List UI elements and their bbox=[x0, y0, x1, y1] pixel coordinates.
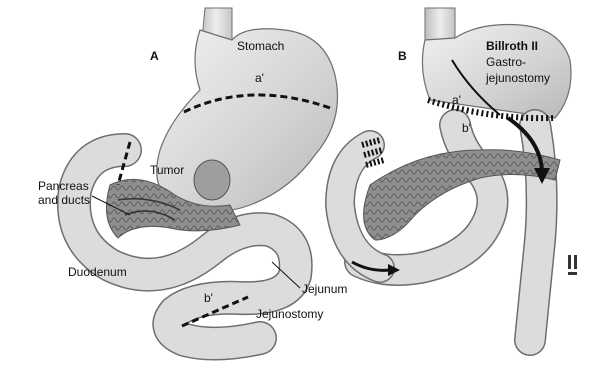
b-prime-label-a: b' bbox=[204, 291, 213, 305]
panel-a-letter: A bbox=[150, 49, 159, 63]
billroth-title-line1: Billroth II bbox=[486, 39, 538, 53]
tumor-label: Tumor bbox=[150, 163, 184, 177]
panel-a: A Stomach a' Tumor Pancreas and ducts Du… bbox=[38, 8, 347, 344]
b-prime-label-b: b' bbox=[462, 121, 471, 135]
pancreas-label-line1: Pancreas bbox=[38, 179, 89, 193]
jejunum-label: Jejunum bbox=[302, 282, 347, 296]
stomach-a bbox=[157, 29, 338, 212]
panel-b: B Billroth II Gastro- jejunostomy a' b' bbox=[340, 8, 577, 340]
panel-b-letter: B bbox=[398, 49, 407, 63]
jejunostomy-label: Jejunostomy bbox=[256, 307, 323, 321]
a-prime-label-a: a' bbox=[255, 71, 264, 85]
billroth-title-line3: jejunostomy bbox=[485, 71, 550, 85]
artist-signature bbox=[568, 255, 577, 275]
a-prime-label-b: a' bbox=[452, 93, 461, 107]
tumor-mass bbox=[194, 160, 230, 200]
stomach-label: Stomach bbox=[237, 39, 284, 53]
pancreas-label-line2: and ducts bbox=[38, 193, 90, 207]
duodenum-label: Duodenum bbox=[68, 265, 127, 279]
billroth-title-line2: Gastro- bbox=[486, 55, 526, 69]
